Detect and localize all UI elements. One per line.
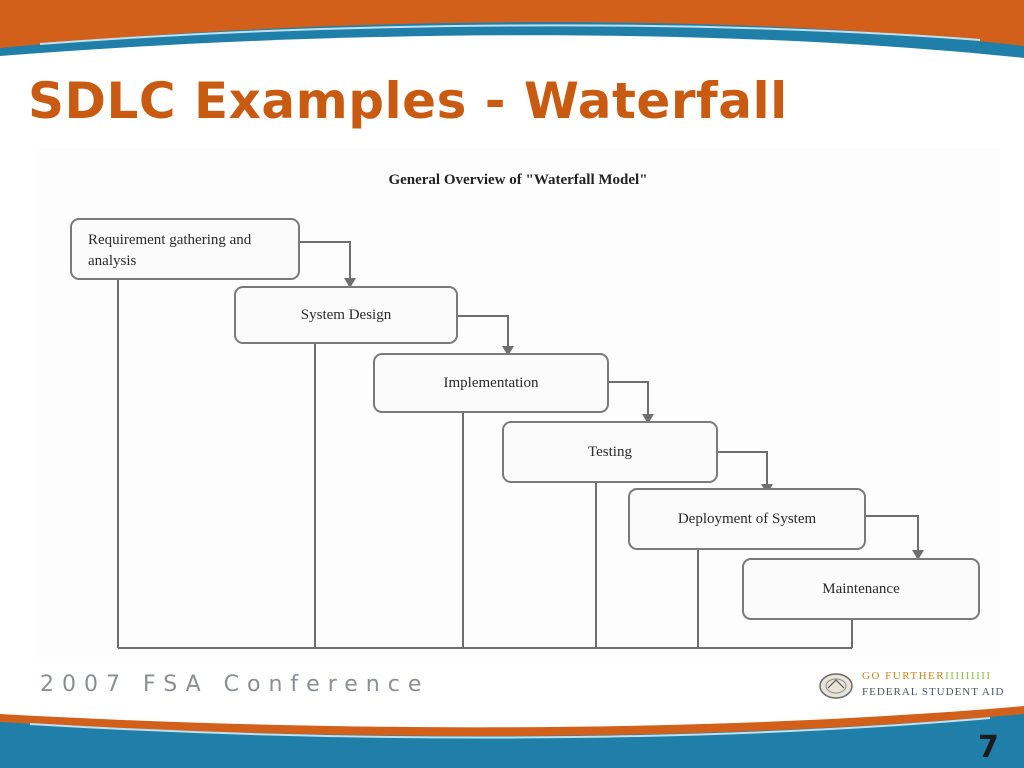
fsa-logo: GO FURTHERIIIIIIIII FEDERAL STUDENT AID <box>818 664 1018 708</box>
stage-deployment: Deployment of System <box>628 488 866 550</box>
diagram-connectors <box>117 241 924 649</box>
stage-requirement-gathering: Requirement gathering and analysis <box>70 218 300 280</box>
waterfall-diagram: General Overview of "Waterfall Model" Re… <box>36 148 1000 658</box>
seal-icon <box>819 673 853 699</box>
logo-tagline-main: GO FURTHER <box>862 670 946 682</box>
logo-tagline: GO FURTHERIIIIIIIII <box>862 670 992 682</box>
diagram-title: General Overview of "Waterfall Model" <box>388 172 648 188</box>
bottom-decorative-band <box>0 700 1024 768</box>
stage-testing: Testing <box>502 421 718 483</box>
stage-implementation: Implementation <box>373 353 609 413</box>
stage-maintenance: Maintenance <box>742 558 980 620</box>
logo-agency-name: FEDERAL STUDENT AID <box>862 686 1005 698</box>
top-decorative-band <box>0 0 1024 70</box>
footer-conference-label: 2007 FSA Conference <box>40 672 430 697</box>
slide-title: SDLC Examples - Waterfall <box>28 72 788 130</box>
stage-system-design: System Design <box>234 286 458 344</box>
page-number: 7 <box>978 730 999 765</box>
logo-tagline-accent: IIIIIIIII <box>945 670 992 682</box>
